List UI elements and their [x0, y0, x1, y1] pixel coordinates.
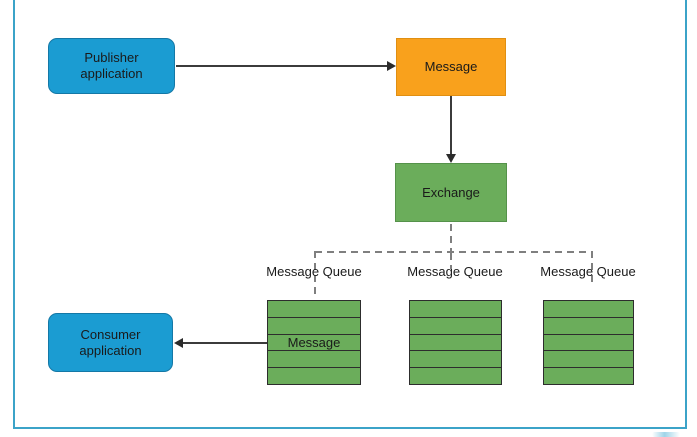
- queue-1-label: Message Queue: [266, 264, 362, 279]
- queue-1-slot: [268, 368, 360, 384]
- dashed-drop-queue-2: [450, 253, 452, 269]
- node-consumer-application: Consumer application: [48, 313, 173, 372]
- arrow-queue-to-consumer-head: [174, 338, 183, 348]
- dashed-drop-queue-3: [591, 251, 593, 284]
- queue-1-message-label: Message: [287, 334, 341, 350]
- arrow-message-to-exchange-head: [446, 154, 456, 163]
- arrow-message-to-exchange-line: [450, 96, 452, 155]
- queue-1: Message: [267, 300, 361, 385]
- dashed-branch-horizontal: [315, 251, 593, 253]
- queue-3-slot: [544, 318, 633, 335]
- queue-3-slot: [544, 335, 633, 352]
- queue-2-slot: [410, 368, 501, 384]
- queue-3-label: Message Queue: [540, 264, 636, 279]
- dashed-exchange-drop: [450, 224, 452, 252]
- consumer-label: Consumer application: [79, 326, 142, 358]
- slide-frame-right: [685, 0, 687, 429]
- message-label: Message: [424, 59, 478, 74]
- dashed-drop-queue-1: [314, 251, 316, 297]
- queue-3: [543, 300, 634, 385]
- arrow-publisher-to-message-line: [176, 65, 389, 67]
- node-publisher-application: Publisher application: [48, 38, 175, 94]
- queue-2-slot: [410, 318, 501, 335]
- queue-1-slot-message: Message: [268, 335, 360, 352]
- queue-2: [409, 300, 502, 385]
- arrow-publisher-to-message-head: [387, 61, 396, 71]
- queue-3-slot: [544, 351, 633, 369]
- queue-1-slot: [268, 351, 360, 369]
- queue-3-slot: [544, 368, 633, 384]
- slide-frame-left: [13, 0, 15, 429]
- queue-2-slot: [410, 351, 501, 369]
- publisher-label: Publisher application: [80, 50, 143, 81]
- queue-2-label: Message Queue: [407, 264, 503, 279]
- queue-2-slot: [410, 335, 501, 352]
- queue-1-slot: [268, 318, 360, 335]
- cursor-artifact: [652, 432, 680, 437]
- node-exchange: Exchange: [395, 163, 507, 222]
- queue-2-slot: [410, 301, 501, 318]
- node-message: Message: [396, 38, 506, 96]
- arrow-queue-to-consumer-line: [182, 342, 268, 344]
- queue-1-slot: [268, 301, 360, 318]
- queue-3-slot: [544, 301, 633, 318]
- slide-frame-bottom: [13, 427, 687, 429]
- exchange-label: Exchange: [422, 184, 480, 200]
